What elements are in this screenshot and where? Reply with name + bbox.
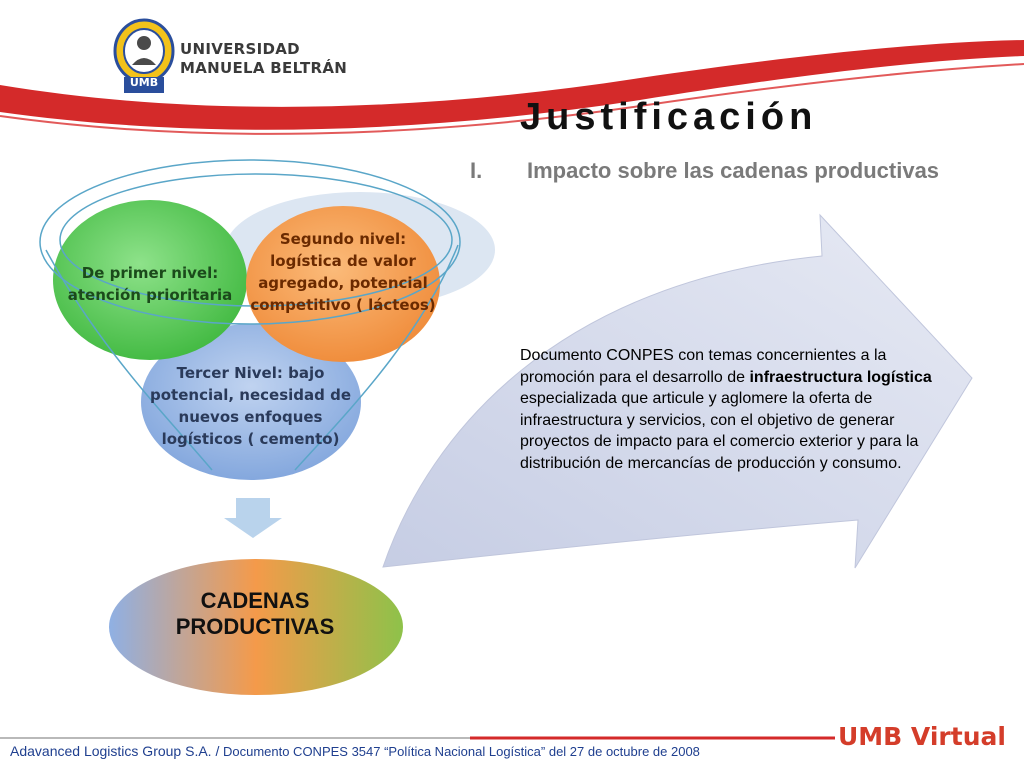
- arrow-text-bold: infraestructura logística: [749, 368, 932, 386]
- down-arrow-icon: [224, 498, 282, 538]
- university-name-line2: MANUELA BELTRÁN: [180, 59, 348, 77]
- result-ellipse: [109, 559, 403, 695]
- umb-virtual-logo: UMB Virtual: [838, 722, 1006, 751]
- cadenas-productivas-label: CADENAS PRODUCTIVAS: [175, 588, 335, 639]
- header-swoosh: [0, 40, 1024, 135]
- second-level-label: Segundo nivel: logística de valor agrega…: [250, 230, 436, 314]
- circle-first-level: [53, 200, 247, 360]
- footer-line: [0, 736, 835, 740]
- funnel-ring-inner: [59, 173, 453, 307]
- slide-title: Justificación: [520, 96, 818, 138]
- funnel-left-side: [45, 249, 213, 471]
- footer-company: Adavanced Logistics Group S.A. /: [10, 743, 220, 759]
- arrow-text-part1: Documento CONPES con temas concernientes…: [520, 347, 887, 386]
- seal-text: UMB: [129, 76, 159, 89]
- arrow-description: Documento CONPES con temas concernientes…: [520, 345, 940, 474]
- circle-second-level: [246, 206, 440, 362]
- university-name: UNIVERSIDAD MANUELA BELTRÁN: [180, 40, 350, 78]
- arrow-text-part2: especializada que articule y aglomere la…: [520, 390, 919, 472]
- university-seal-logo: [113, 18, 175, 93]
- circle-third-level: [141, 324, 361, 480]
- footer-source: Adavanced Logistics Group S.A. / Documen…: [10, 743, 810, 759]
- footer-document: Documento CONPES 3547 “Política Nacional…: [222, 744, 700, 759]
- third-level-label: Tercer Nivel: bajo potencial, necesidad …: [150, 364, 351, 448]
- funnel-ring-outer: [39, 159, 461, 325]
- first-level-label: De primer nivel: atención prioritaria: [67, 264, 233, 304]
- subtitle-number: I.: [470, 158, 483, 183]
- slide-subtitle: Impacto sobre las cadenas productivas: [527, 158, 940, 183]
- funnel-right-side: [294, 244, 459, 471]
- university-name-line1: UNIVERSIDAD: [180, 40, 300, 58]
